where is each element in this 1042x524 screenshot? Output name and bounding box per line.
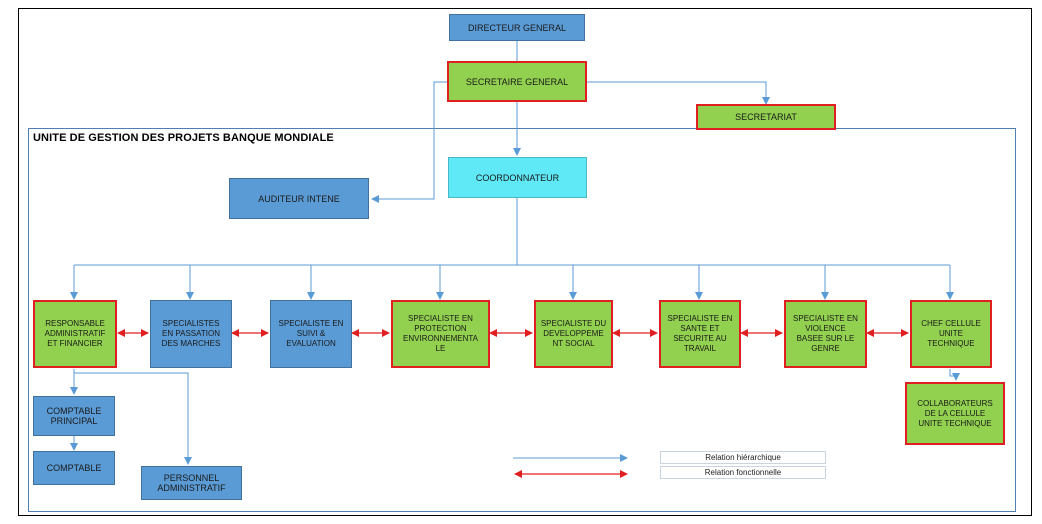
node-secretariat: SECRETARIAT [696, 104, 836, 130]
node-comptable-principal: COMPTABLE PRINCIPAL [33, 396, 115, 436]
node-personnel-administratif: PERSONNEL ADMINISTRATIF [141, 466, 242, 500]
node-specialiste-social: SPECIALISTE DU DEVELOPPEME NT SOCIAL [534, 300, 613, 368]
node-chef-cellule: CHEF CELLULE UNITE TECHNIQUE [910, 300, 992, 368]
node-secretaire-general: SECRETAIRE GENERAL [447, 61, 587, 102]
legend-fonctionnelle: Relation fonctionnelle [660, 466, 826, 479]
node-specialiste-suivi: SPECIALISTE EN SUIVI & EVALUATION [270, 300, 352, 368]
node-comptable: COMPTABLE [33, 451, 115, 485]
node-responsable-administratif: RESPONSABLE ADMINISTRATIF ET FINANCIER [33, 300, 117, 368]
node-directeur-general: DIRECTEUR GENERAL [449, 14, 585, 41]
link-sg-secretariat [587, 81, 770, 105]
node-specialiste-sante: SPECIALISTE EN SANTE ET SECURITE AU TRAV… [659, 300, 741, 368]
node-auditeur-interne: AUDITEUR INTENE [229, 178, 369, 219]
node-specialistes-passation: SPECIALISTES EN PASSATION DES MARCHES [150, 300, 232, 368]
unit-frame [28, 128, 1016, 512]
link-raf-personnel [74, 372, 192, 465]
node-collaborateurs: COLLABORATEURS DE LA CELLULE UNITE TECHN… [905, 382, 1005, 445]
legend-hierarchique: Relation hiérarchique [660, 451, 826, 464]
node-specialiste-violence: SPECIALISTE EN VIOLENCE BASEE SUR LE GEN… [784, 300, 867, 368]
node-specialiste-environnement: SPECIALISTE EN PROTECTION ENVIRONNEMENTA… [391, 300, 490, 368]
outer-frame [18, 8, 1032, 516]
unit-title: UNITE DE GESTION DES PROJETS BANQUE MOND… [33, 132, 334, 144]
link-ccut-collab [949, 369, 960, 381]
link-sg-auditeur [371, 81, 447, 203]
node-coordonnateur: COORDONNATEUR [448, 157, 587, 198]
